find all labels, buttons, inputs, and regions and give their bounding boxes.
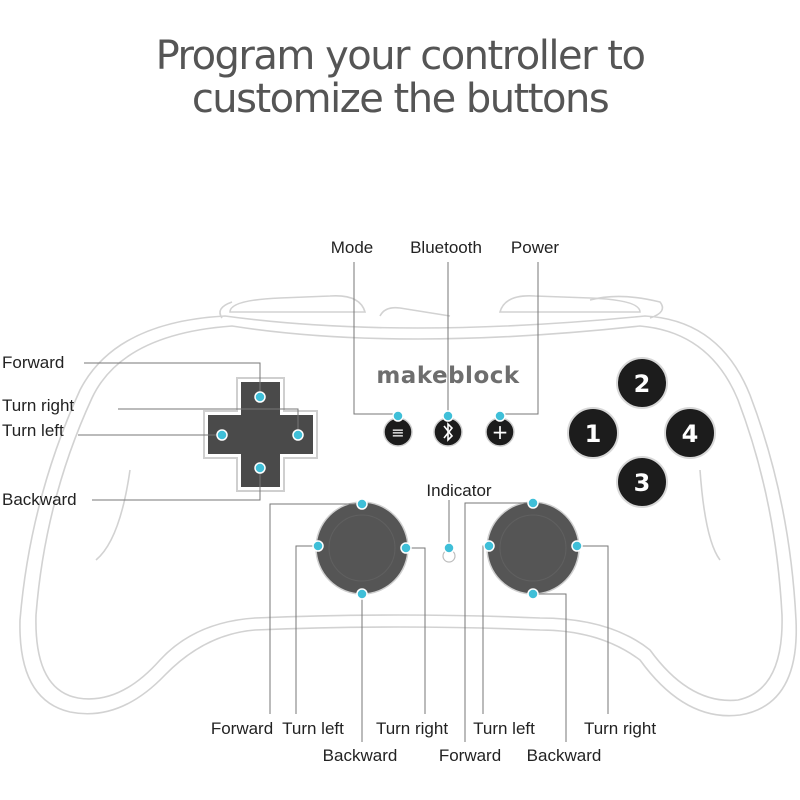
label-dpad-backward: Backward (2, 490, 77, 509)
title-line-2: customize the buttons (191, 76, 610, 122)
label-dpad-turn-left: Turn left (2, 421, 64, 440)
controller-outline (19, 295, 798, 717)
face-button-4-label: 4 (682, 420, 699, 448)
label-power: Power (511, 238, 560, 257)
label-right-stick-forward: Forward (439, 746, 501, 765)
leader-lines (78, 262, 609, 742)
label-dpad-turn-right: Turn right (2, 396, 74, 415)
label-right-stick-turn-right: Turn right (584, 719, 656, 738)
label-left-stick-turn-right: Turn right (376, 719, 448, 738)
label-right-stick-backward: Backward (527, 746, 602, 765)
power-button[interactable]: + (485, 417, 515, 447)
callout-dots (216, 391, 583, 600)
face-button-3-label: 3 (634, 469, 651, 497)
label-right-stick-turn-left: Turn left (473, 719, 535, 738)
label-dpad-forward: Forward (2, 353, 64, 372)
menu-icon: ≡ (391, 423, 404, 442)
face-button-3[interactable]: 3 (616, 456, 668, 508)
title-line-1: Program your controller to (155, 33, 646, 79)
left-joystick[interactable] (315, 501, 409, 595)
dpad[interactable] (203, 377, 318, 492)
label-left-stick-forward: Forward (211, 719, 273, 738)
label-left-stick-backward: Backward (323, 746, 398, 765)
face-button-4[interactable]: 4 (664, 407, 716, 459)
mode-button[interactable]: ≡ (383, 417, 413, 447)
face-button-2-label: 2 (634, 370, 651, 398)
label-indicator: Indicator (426, 481, 492, 500)
bluetooth-icon (443, 422, 454, 442)
face-button-2[interactable]: 2 (616, 357, 668, 409)
label-mode: Mode (331, 238, 374, 257)
label-bluetooth: Bluetooth (410, 238, 482, 257)
label-left-stick-turn-left: Turn left (282, 719, 344, 738)
plus-icon: + (492, 420, 509, 444)
face-button-1-label: 1 (585, 420, 602, 448)
bluetooth-button[interactable] (433, 417, 463, 447)
right-joystick[interactable] (486, 501, 580, 595)
face-button-1[interactable]: 1 (567, 407, 619, 459)
